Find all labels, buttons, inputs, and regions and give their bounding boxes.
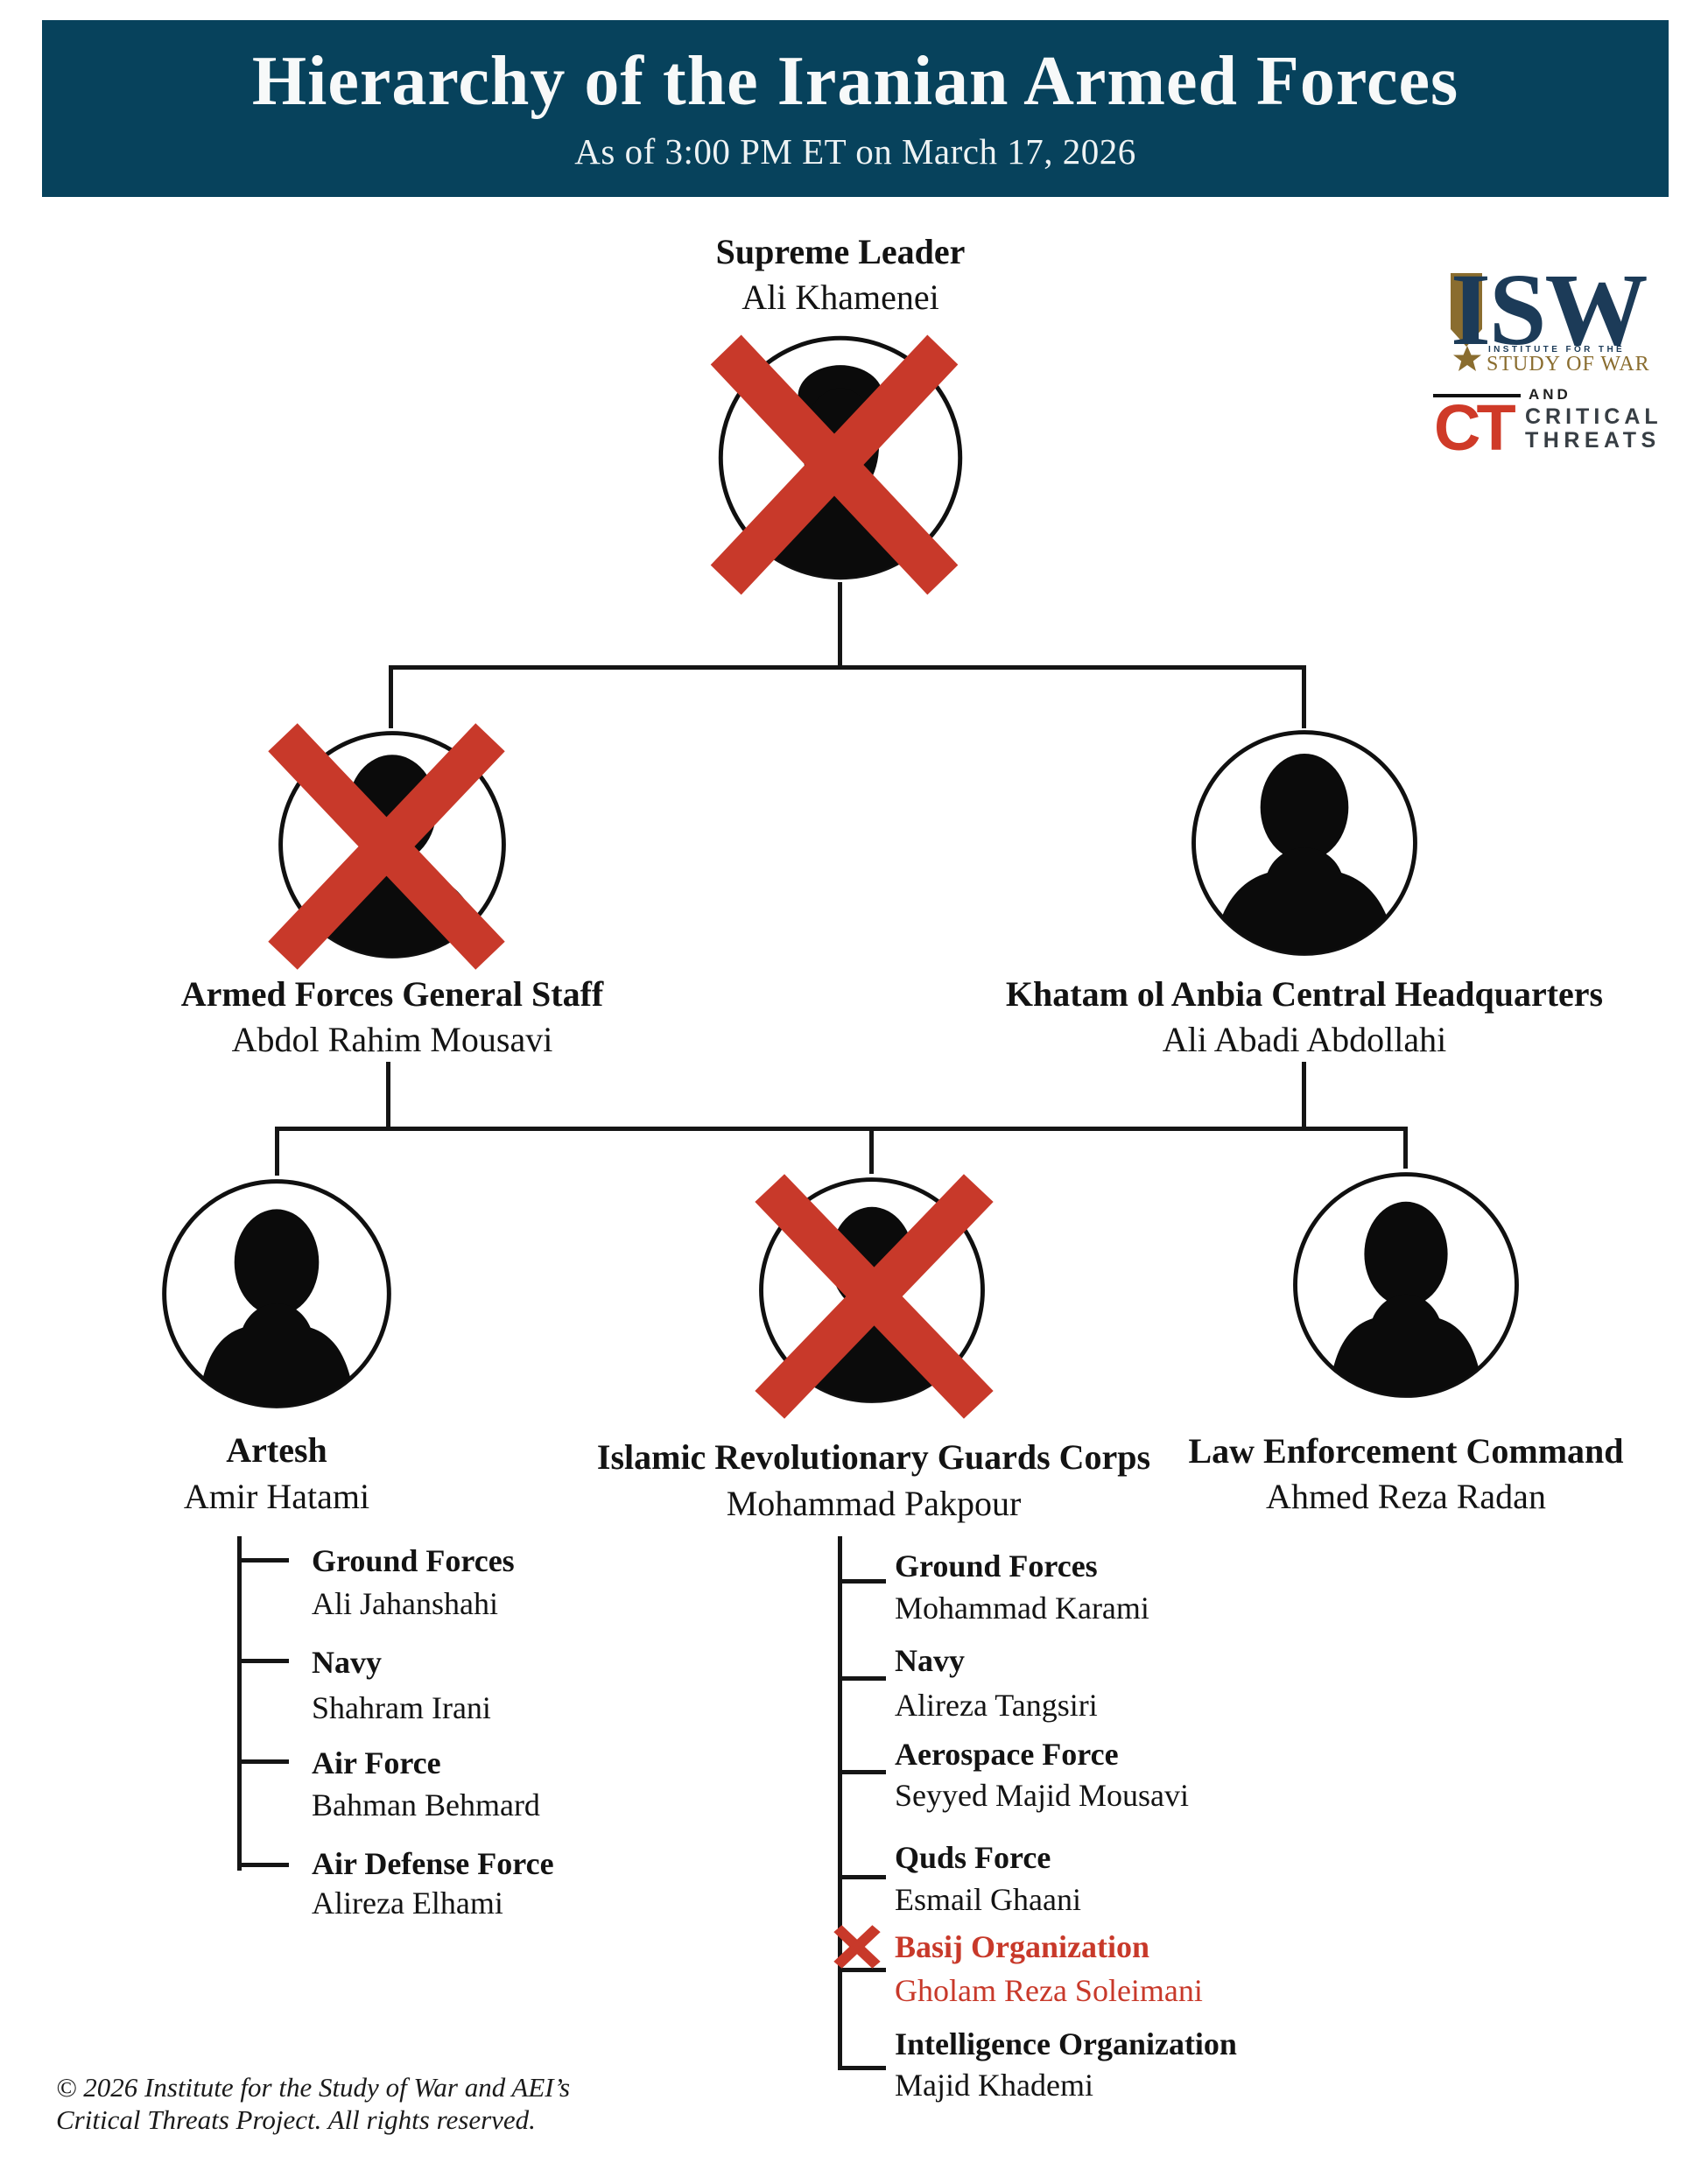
isw-acronym: ISW [1451, 259, 1648, 367]
branch-name: Alireza Elhami [312, 1886, 503, 1921]
branch-title: Intelligence Organization [895, 2026, 1237, 2061]
connector [1403, 1127, 1408, 1169]
copyright-notice: © 2026 Institute for the Study of War an… [56, 2071, 570, 2136]
node-name-khatam-ol-anbia: Ali Abadi Abdollahi [1162, 1020, 1447, 1059]
node-name-armed-forces-general-staff: Abdol Rahim Mousavi [231, 1020, 553, 1059]
branch-title: Aerospace Force [895, 1737, 1119, 1772]
branch-tick [237, 1558, 289, 1563]
ct-wordmark-line2: THREATS [1525, 428, 1661, 453]
branch-trunk [237, 1536, 242, 1871]
branch-tick [237, 1659, 289, 1663]
isw-logo: ISW INSTITUTE FOR THE STUDY OF WAR [1451, 259, 1650, 376]
branch-title: Navy [312, 1645, 382, 1680]
branch-name: Ali Jahanshahi [312, 1586, 498, 1621]
header-banner: Hierarchy of the Iranian Armed Forces As… [42, 20, 1669, 197]
node-title-law-enforcement-command: Law Enforcement Command [1188, 1431, 1624, 1471]
branch-title: Air Defense Force [312, 1846, 554, 1881]
isw-tagline-top: INSTITUTE FOR THE [1488, 345, 1625, 355]
connector [838, 582, 842, 668]
node-name-law-enforcement-command: Ahmed Reza Radan [1266, 1477, 1546, 1516]
node-title-khatam-ol-anbia: Khatam ol Anbia Central Headquarters [1005, 974, 1604, 1014]
branch-trunk [838, 1536, 842, 2069]
branch-name: Bahman Behmard [312, 1787, 540, 1822]
ct-wordmark-line1: CRITICAL [1525, 404, 1662, 429]
branch-tick [838, 2066, 886, 2070]
branch-tick [838, 1579, 886, 1584]
connector [275, 1127, 1408, 1131]
ct-logo-icon: CT [1434, 391, 1516, 464]
isw-tagline-bottom: STUDY OF WAR [1487, 353, 1650, 376]
person-silhouette-icon [162, 1179, 391, 1408]
connector [275, 1127, 279, 1176]
branch-name: Majid Khademi [895, 2068, 1093, 2103]
cross-out-icon [702, 331, 966, 599]
connector [389, 665, 393, 728]
isw-ribbon-icon [1451, 273, 1482, 347]
branch-title: Quds Force [895, 1840, 1051, 1875]
branch-tick [838, 1770, 886, 1774]
node-title-artesh: Artesh [226, 1430, 327, 1470]
branch-tick [838, 1968, 886, 1972]
branch-name-basij: Gholam Reza Soleimani [895, 1973, 1203, 2008]
cross-out-icon [260, 720, 513, 973]
page-title: Hierarchy of the Iranian Armed Forces [251, 43, 1459, 120]
node-title-supreme-leader: Supreme Leader [715, 232, 966, 271]
header-timestamp: As of 3:00 PM ET on March 17, 2026 [574, 131, 1136, 172]
logo-divider [1433, 394, 1521, 397]
logo-and-label: AND [1529, 386, 1571, 403]
branch-name: Alireza Tangsiri [895, 1688, 1098, 1723]
branch-name: Seyyed Majid Mousavi [895, 1778, 1189, 1813]
branch-tick [838, 1676, 886, 1681]
branch-name: Mohammad Karami [895, 1591, 1149, 1626]
cross-out-icon [747, 1170, 1002, 1422]
branch-tick [237, 1759, 289, 1764]
person-silhouette-icon [1293, 1172, 1519, 1398]
branch-title: Navy [895, 1643, 965, 1678]
connector [1302, 1062, 1306, 1129]
branch-title-basij: Basij Organization [895, 1929, 1150, 1964]
node-title-irgc: Islamic Revolutionary Guards Corps [596, 1437, 1151, 1477]
node-name-artesh: Amir Hatami [183, 1477, 370, 1516]
cross-out-icon [833, 1925, 881, 1969]
connector [869, 1127, 874, 1174]
node-title-armed-forces-general-staff: Armed Forces General Staff [180, 974, 604, 1014]
branch-title: Air Force [312, 1745, 441, 1780]
isw-star-icon [1453, 346, 1481, 371]
copyright-line1: © 2026 Institute for the Study of War an… [56, 2072, 571, 2103]
connector [1302, 665, 1306, 728]
connector [386, 1062, 390, 1129]
node-name-supreme-leader: Ali Khamenei [742, 277, 939, 317]
branch-name: Esmail Ghaani [895, 1882, 1081, 1917]
node-name-irgc: Mohammad Pakpour [726, 1484, 1022, 1523]
copyright-line2: Critical Threats Project. All rights res… [56, 2104, 536, 2135]
connector [390, 665, 1306, 670]
branch-tick [838, 1875, 886, 1879]
branch-title: Ground Forces [312, 1543, 515, 1578]
branch-title: Ground Forces [895, 1548, 1098, 1584]
person-silhouette-icon [1191, 730, 1417, 956]
branch-tick [237, 1863, 289, 1867]
branch-name: Shahram Irani [312, 1690, 491, 1725]
